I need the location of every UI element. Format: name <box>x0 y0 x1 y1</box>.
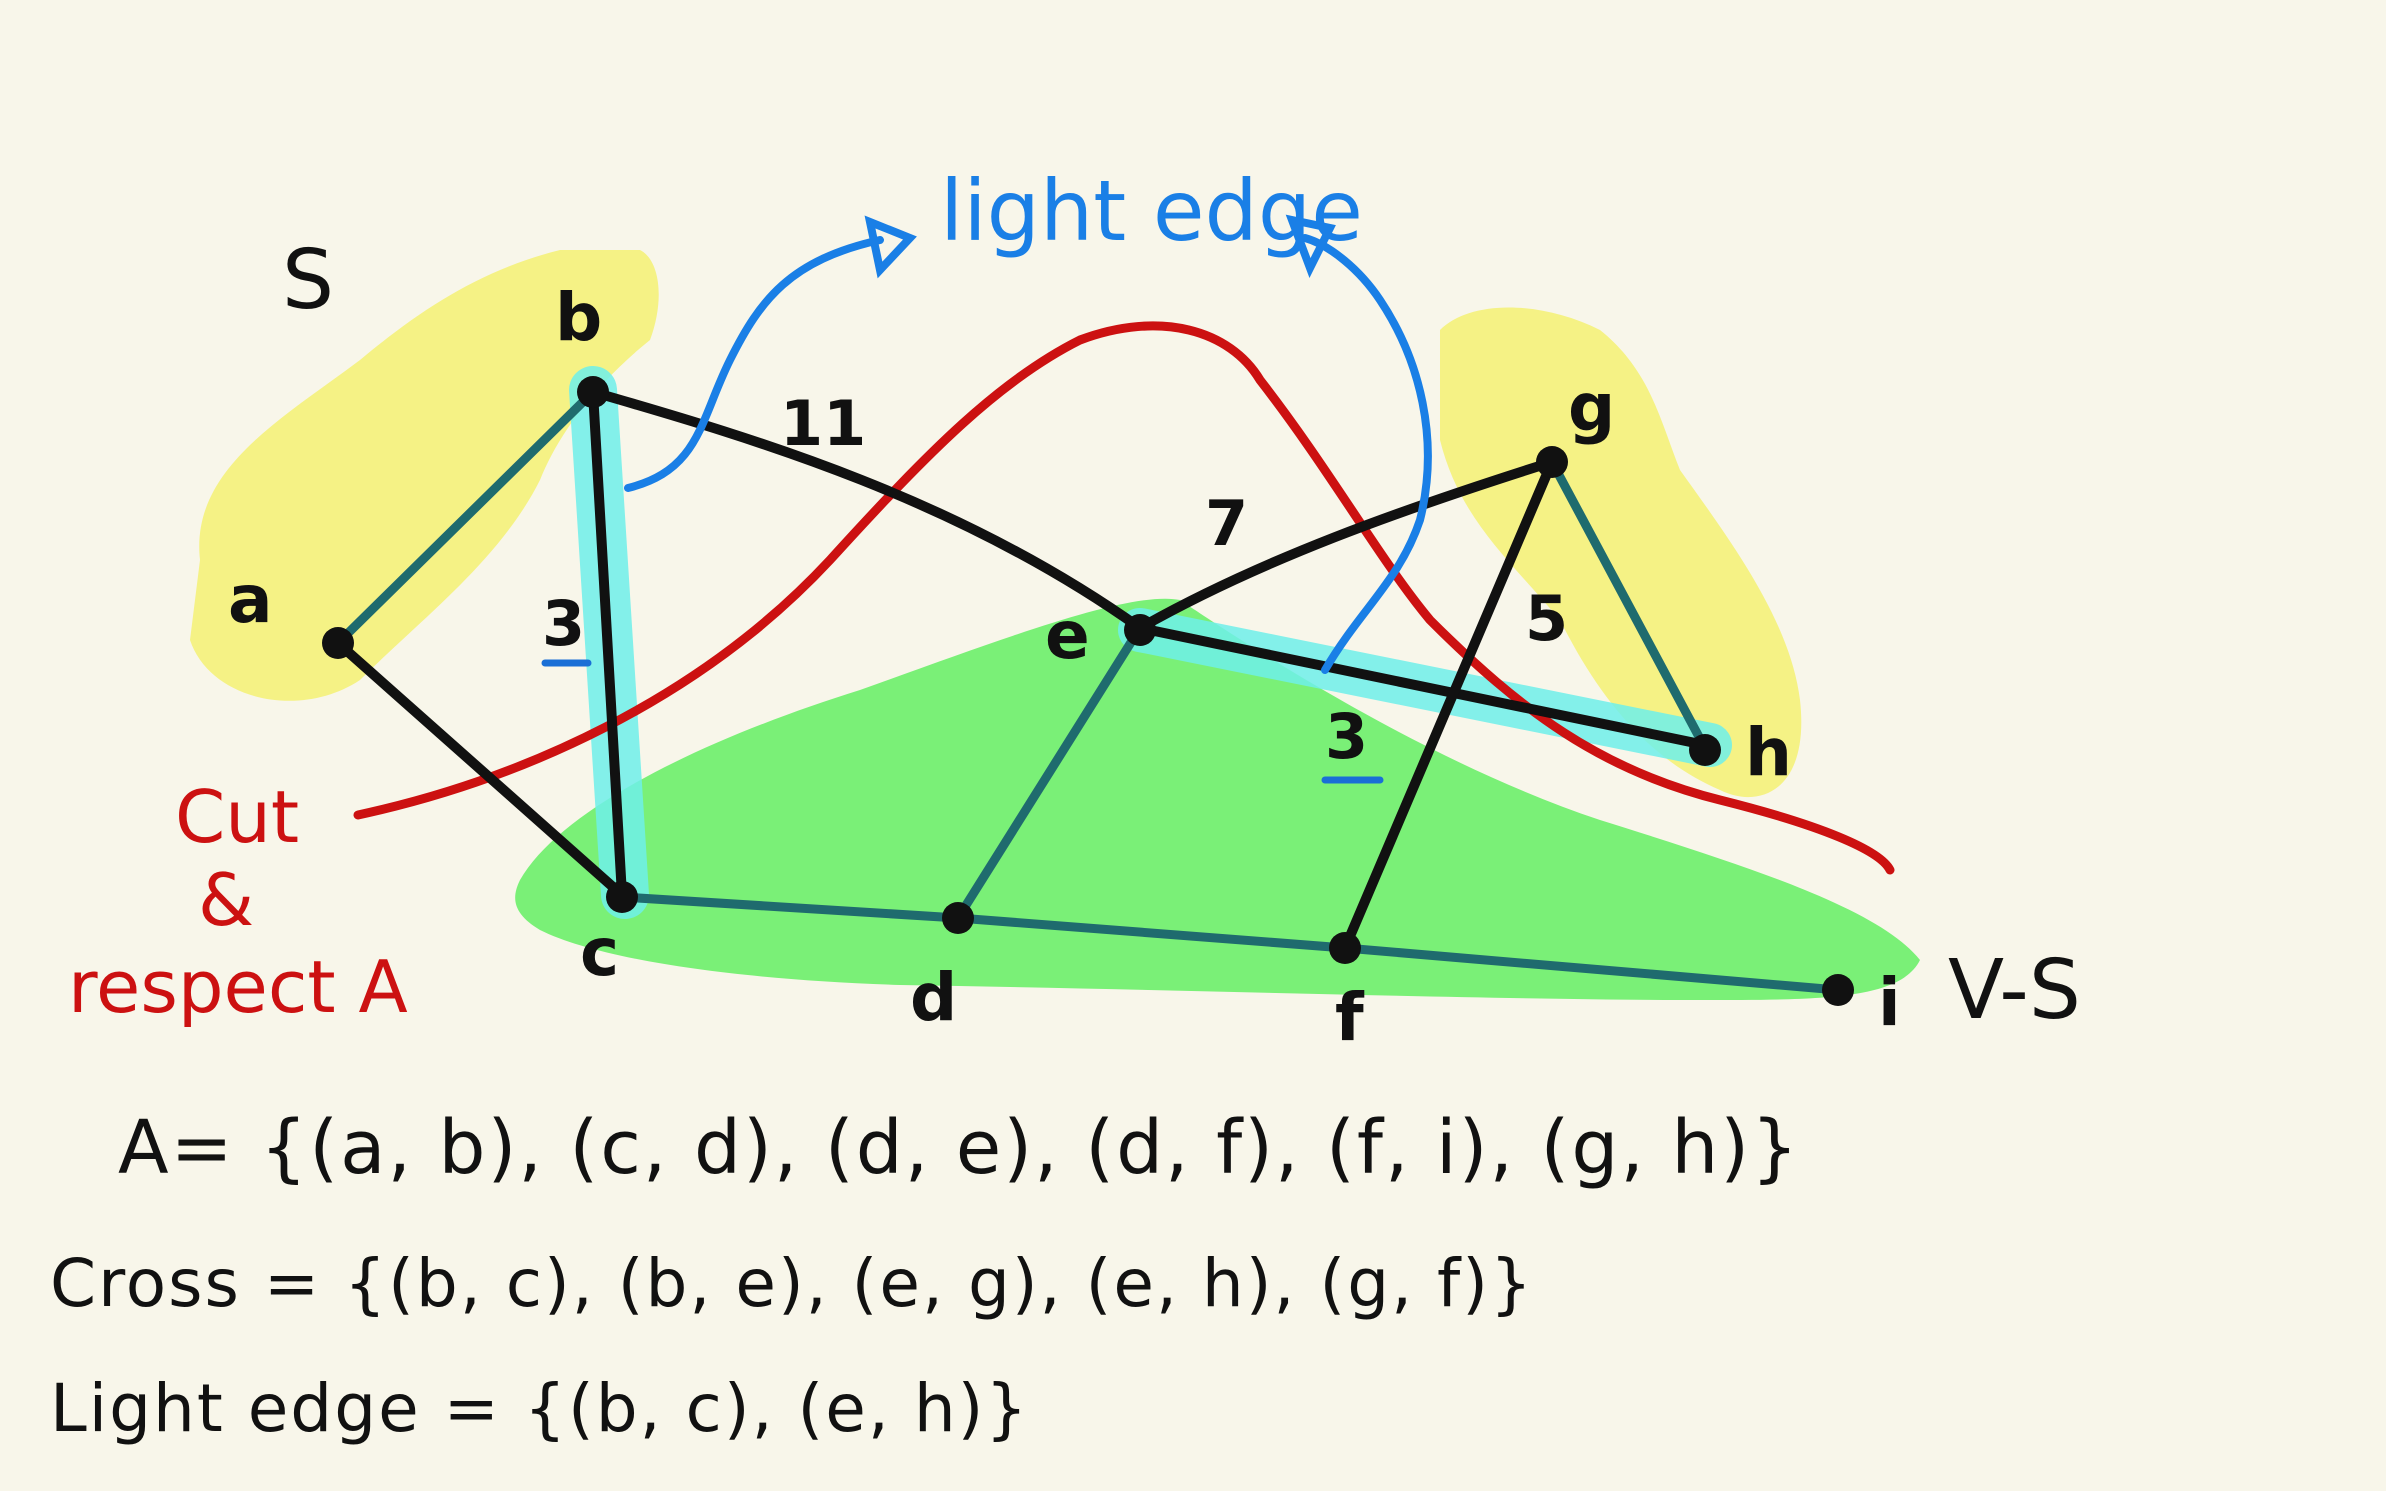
vertex-i <box>1822 974 1854 1006</box>
set-vs-highlight <box>515 598 1920 1000</box>
tree-edges-a <box>333 387 1843 995</box>
cut-caption-line3: respect A <box>68 945 408 1029</box>
edge-g-h <box>1547 457 1710 753</box>
set-s-highlight-gh <box>1440 307 1802 798</box>
cut-curve <box>353 321 1895 875</box>
set-s-highlight <box>190 250 659 701</box>
equation-set-a: A= {(a, b), (c, d), (d, e), (d, f), (f, … <box>118 1105 1801 1191</box>
label-b: b <box>555 279 602 356</box>
vertex-g <box>1536 446 1568 478</box>
edge-b-c <box>588 387 627 900</box>
edge-weight-labels: 11 3 7 5 3 <box>542 387 1568 773</box>
vertex-e <box>1124 614 1156 646</box>
weight-e-g: 7 <box>1205 487 1248 560</box>
edge-a-b <box>333 387 598 648</box>
label-e: e <box>1045 597 1090 674</box>
label-d: d <box>910 959 957 1036</box>
vertex-a <box>322 627 354 659</box>
equation-light-edge: Light edge = {(b, c), (e, h)} <box>50 1370 1030 1447</box>
label-h: h <box>1745 714 1792 791</box>
weight-b-e: 11 <box>780 387 866 460</box>
arrow-eh-head <box>1285 214 1336 278</box>
weight-b-c: 3 <box>542 587 585 660</box>
non-tree-edges <box>333 387 1710 953</box>
edge-e-g <box>1135 457 1557 633</box>
label-set-vs: V-S <box>1948 943 2081 1038</box>
label-i: i <box>1878 964 1901 1041</box>
vertex-h <box>1689 734 1721 766</box>
vertices <box>322 376 1854 1006</box>
edge-a-c <box>333 638 627 900</box>
label-a: a <box>228 561 273 638</box>
cut-caption: Cut & respect A <box>68 775 408 1029</box>
weight-e-h: 3 <box>1325 700 1368 773</box>
label-c: c <box>580 914 619 991</box>
label-set-s: S <box>282 233 334 328</box>
edge-d-e <box>953 623 1145 923</box>
light-edge-caption: light edge <box>940 162 1363 260</box>
label-f: f <box>1335 979 1365 1056</box>
weight-underlines <box>541 659 1384 784</box>
edge-d-f <box>953 913 1350 953</box>
cut-caption-line2: & <box>198 858 254 942</box>
edge-f-i <box>1340 943 1843 995</box>
arrow-eh <box>1301 234 1432 674</box>
equation-cross: Cross = {(b, c), (b, e), (e, g), (e, h),… <box>50 1245 1535 1322</box>
edge-e-h <box>1135 623 1710 750</box>
vertex-c <box>606 881 638 913</box>
vertex-f <box>1329 932 1361 964</box>
vertex-d <box>942 902 974 934</box>
vertex-labels: a b c d e f g h i <box>228 279 1901 1056</box>
arrow-bc-head <box>864 215 917 279</box>
edge-b-e <box>588 387 1145 633</box>
set-labels: S V-S <box>282 233 2081 1038</box>
label-g: g <box>1568 369 1615 446</box>
arrow-bc <box>624 236 884 492</box>
edge-g-f <box>1340 457 1557 953</box>
edge-c-d <box>617 892 963 923</box>
weight-g-f: 5 <box>1525 582 1568 655</box>
cut-caption-line1: Cut <box>175 775 299 859</box>
light-edge-arrows <box>624 214 1432 674</box>
vertex-b <box>577 376 609 408</box>
